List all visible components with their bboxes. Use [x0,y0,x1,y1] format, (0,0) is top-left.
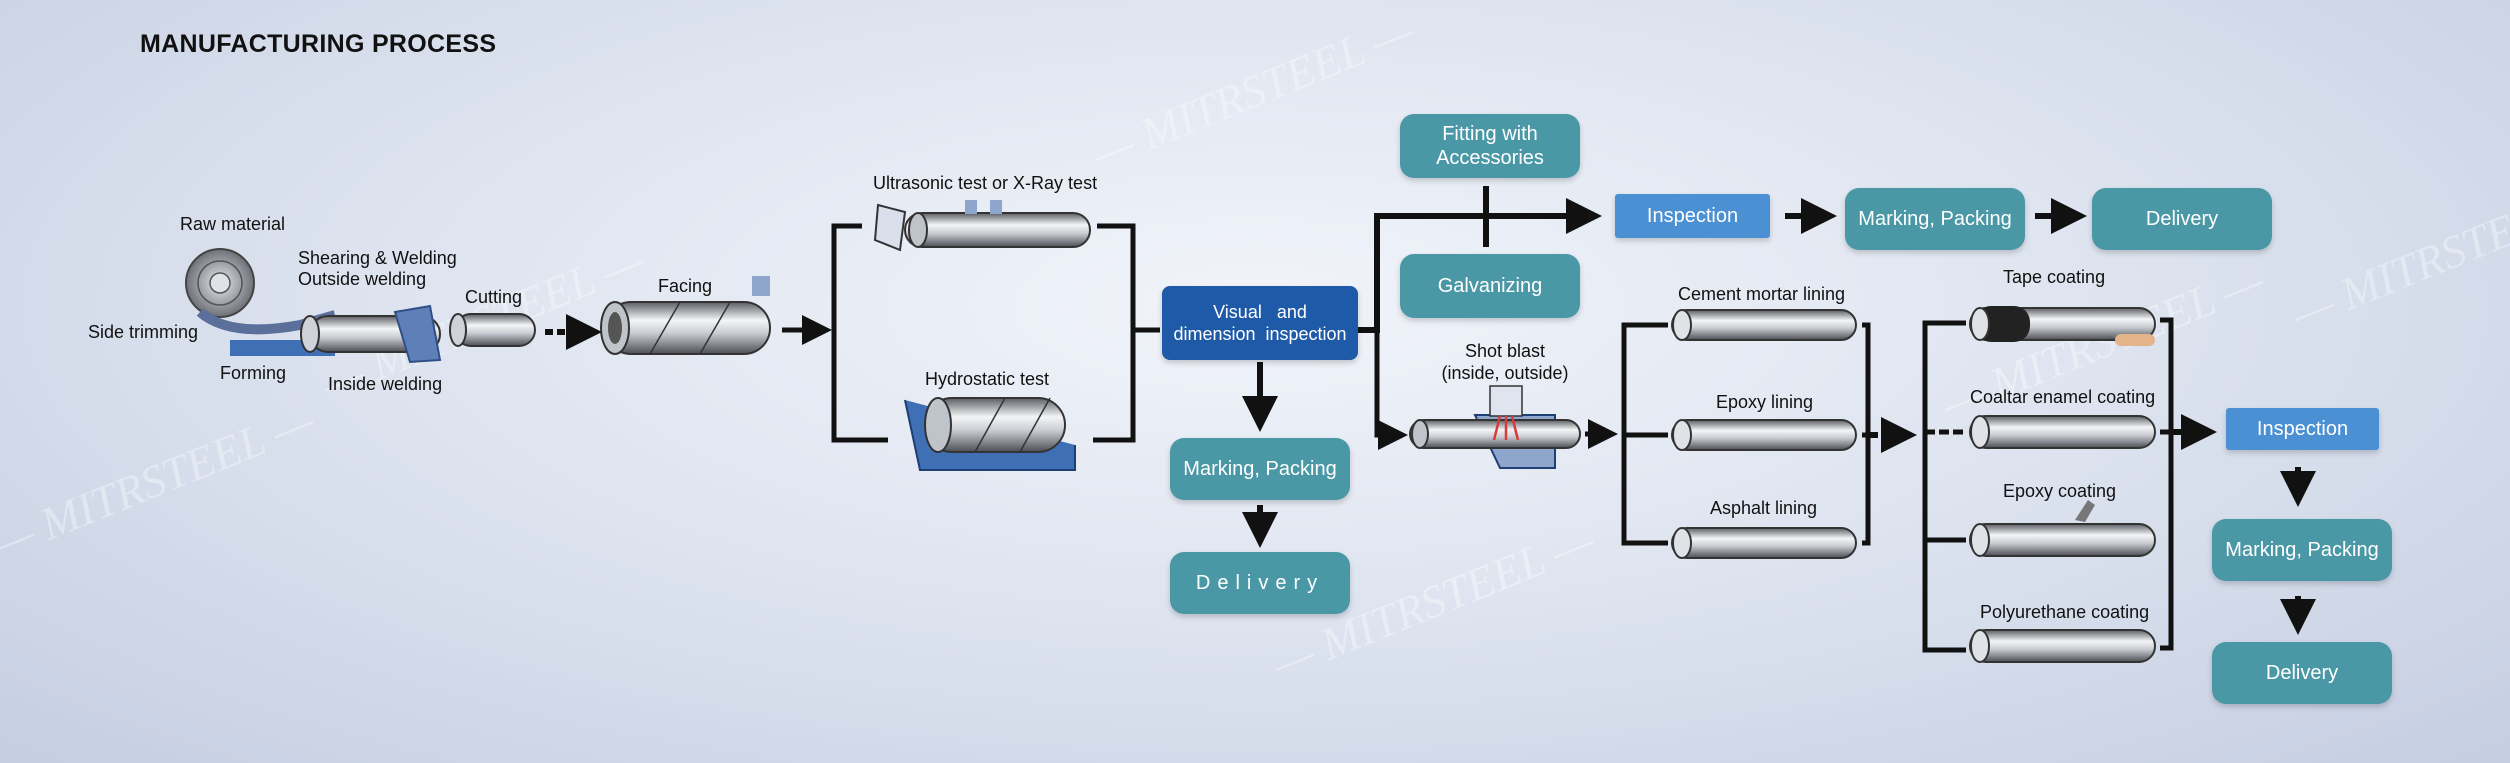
inspection-box-right: Inspection [2226,408,2379,450]
hydrostatic-pipe-illustration [904,397,1076,471]
visual-dimension-inspection-box: Visual and dimension inspection [1162,286,1358,360]
inspection-box-top: Inspection [1615,194,1770,238]
delivery-box-center: Delivery [1170,552,1350,614]
marking-packing-box-center: Marking, Packing [1170,438,1350,500]
marking-packing-box-right: Marking, Packing [2212,519,2392,581]
page-title: MANUFACTURING PROCESS [140,30,497,58]
lining-pipes [1671,309,1857,559]
cutting-label: Cutting [465,287,523,307]
cement-mortar-label: Cement mortar lining [1678,284,1846,304]
watermark-text: — MITRSTEEL — [0,394,322,570]
fitting-line-2: Accessories [1436,147,1544,169]
ultrasonic-pipe-illustration [873,200,1091,252]
watermark-text: — MITRSTEEL — [1084,4,1422,180]
visual-inspection-line-2: dimension inspection [1173,324,1347,344]
facing-pipe-illustration [600,276,771,355]
shot-blast-sub-label: (inside, outside) [1441,363,1569,383]
marking-packing-box-top: Marking, Packing [1845,188,2025,250]
flow-connectors [545,186,2316,653]
epoxy-lining-label: Epoxy lining [1716,392,1814,412]
inside-welding-label: Inside welding [328,374,443,394]
epoxy-coating-label: Epoxy coating [2003,481,2117,501]
raw-material-label: Raw material [180,214,286,234]
shearing-welding-label: Shearing & Welding [298,248,457,268]
visual-inspection-line-1: Visual and [1213,302,1307,322]
facing-label: Facing [658,276,713,296]
coaltar-coating-label: Coaltar enamel coating [1970,387,2156,407]
tape-coating-label: Tape coating [2003,267,2106,287]
shot-blast-illustration [1409,385,1581,469]
delivery-box-top: Delivery [2092,188,2272,250]
outside-welding-label: Outside welding [298,269,427,289]
fitting-line-1: Fitting with [1442,123,1538,145]
watermark-text: — MITRSTEEL — [2284,164,2510,340]
fitting-accessories-box: Fitting with Accessories [1400,114,1580,178]
polyurethane-coating-label: Polyurethane coating [1980,602,2150,622]
forming-line-illustration [185,248,536,364]
forming-label: Forming [220,363,287,383]
shot-blast-label: Shot blast [1464,341,1546,361]
asphalt-lining-label: Asphalt lining [1710,498,1818,518]
coating-pipes [1969,306,2156,663]
delivery-box-right: Delivery [2212,642,2392,704]
ultrasonic-label: Ultrasonic test or X-Ray test [873,173,1098,193]
hydrostatic-label: Hydrostatic test [925,369,1050,389]
galvanizing-box: Galvanizing [1400,254,1580,318]
side-trimming-label: Side trimming [88,322,199,342]
